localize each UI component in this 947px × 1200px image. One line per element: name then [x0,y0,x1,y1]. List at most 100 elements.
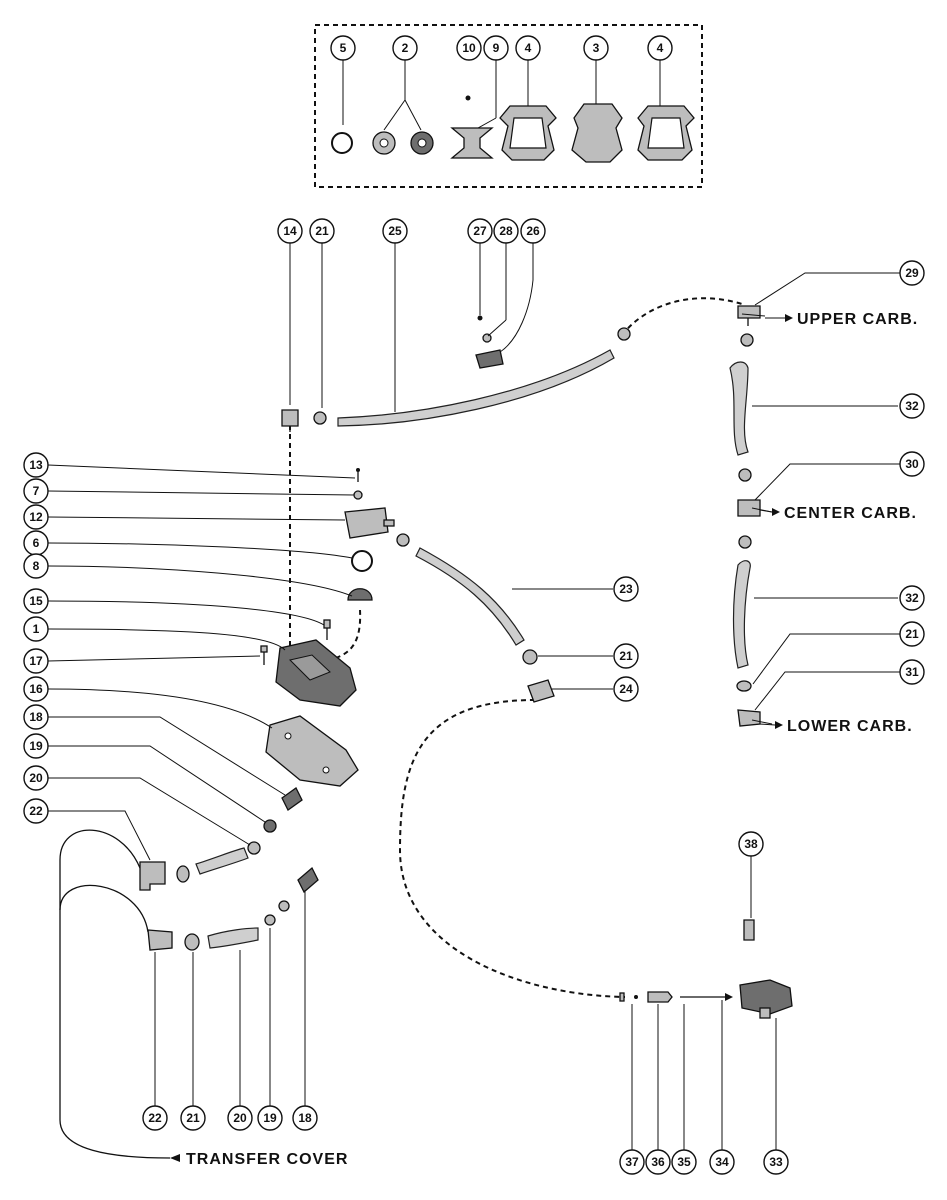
svg-text:25: 25 [388,224,402,238]
callout-kit-10: 10 [456,35,482,61]
svg-text:30: 30 [905,457,919,471]
svg-text:13: 13 [29,458,43,472]
svg-text:22: 22 [148,1111,162,1125]
callout-32-upper: 32 [899,393,925,419]
callout-34: 34 [709,1149,735,1175]
valve-retainer-part-9 [450,127,494,159]
svg-text:4: 4 [525,41,532,55]
svg-text:22: 22 [29,804,43,818]
callout-20-lower: 20 [227,1105,253,1131]
gasket-part-4a [499,105,557,161]
callout-6: 6 [23,530,49,556]
svg-text:14: 14 [283,224,297,238]
svg-text:24: 24 [619,682,633,696]
repair-kit-box: 5 2 10 9 4 3 4 [314,24,703,188]
svg-text:26: 26 [526,224,540,238]
callout-22-upper: 22 [23,798,49,824]
screw-part-10 [465,95,471,101]
top-fuel-hose-part-25 [281,315,631,432]
callout-33: 33 [763,1149,789,1175]
svg-text:32: 32 [905,399,919,413]
svg-text:34: 34 [715,1155,729,1169]
callout-19-upper: 19 [23,733,49,759]
callout-22-lower: 22 [142,1105,168,1131]
svg-text:9: 9 [493,41,500,55]
label-lower-carb: LOWER CARB. [787,718,913,735]
callout-kit-4b: 4 [647,35,673,61]
callout-21-center: 21 [613,643,639,669]
svg-text:23: 23 [619,582,633,596]
callout-25: 25 [382,218,408,244]
svg-text:5: 5 [340,41,347,55]
svg-text:37: 37 [625,1155,639,1169]
svg-text:21: 21 [619,649,633,663]
callout-21-lower: 21 [180,1105,206,1131]
diaphragm-part-3 [571,103,623,163]
svg-text:17: 17 [29,654,43,668]
callout-36: 36 [645,1149,671,1175]
callout-30: 30 [899,451,925,477]
svg-text:18: 18 [29,710,43,724]
leader-lines [47,242,900,1150]
callout-kit-4a: 4 [515,35,541,61]
callout-13: 13 [23,452,49,478]
svg-text:4: 4 [657,41,664,55]
label-center-carb: CENTER CARB. [784,505,917,522]
svg-text:2: 2 [402,41,409,55]
fuel-pump-assembly [59,468,395,1162]
svg-text:16: 16 [29,682,43,696]
svg-text:29: 29 [905,266,919,280]
svg-text:7: 7 [33,484,40,498]
callout-20-upper: 20 [23,765,49,791]
svg-text:20: 20 [233,1111,247,1125]
callout-21-top: 21 [309,218,335,244]
svg-text:27: 27 [473,224,487,238]
svg-text:19: 19 [263,1111,277,1125]
svg-text:3: 3 [593,41,600,55]
svg-text:10: 10 [462,41,476,55]
callout-kit-9: 9 [483,35,509,61]
callout-7: 7 [23,478,49,504]
callout-kit-2: 2 [392,35,418,61]
callout-27: 27 [467,218,493,244]
svg-text:19: 19 [29,739,43,753]
callout-kit-5: 5 [330,35,356,61]
callout-21-right: 21 [899,621,925,647]
callout-35: 35 [671,1149,697,1175]
svg-text:21: 21 [186,1111,200,1125]
callout-14: 14 [277,218,303,244]
callout-31: 31 [899,659,925,685]
svg-text:1: 1 [33,622,40,636]
callout-17: 17 [23,648,49,674]
pump-outlet-hose-part-23 [396,533,555,703]
callout-32-lower: 32 [899,585,925,611]
carb-feed-assembly [729,305,761,727]
svg-text:15: 15 [29,594,43,608]
callout-kit-3: 3 [583,35,609,61]
svg-text:18: 18 [298,1111,312,1125]
svg-text:38: 38 [744,837,758,851]
label-transfer-cover: TRANSFER COVER [186,1151,348,1168]
callout-38: 38 [738,831,764,857]
svg-text:36: 36 [651,1155,665,1169]
svg-text:21: 21 [905,627,919,641]
callout-37: 37 [619,1149,645,1175]
callout-29: 29 [899,260,925,286]
callout-15: 15 [23,588,49,614]
callout-18-upper: 18 [23,704,49,730]
callout-24: 24 [613,676,639,702]
callout-18-lower: 18 [292,1105,318,1131]
svg-text:33: 33 [769,1155,783,1169]
callout-19-lower: 19 [257,1105,283,1131]
callout-8: 8 [23,553,49,579]
callout-26: 26 [520,218,546,244]
svg-text:8: 8 [33,559,40,573]
callout-28: 28 [493,218,519,244]
svg-text:21: 21 [315,224,329,238]
callout-12: 12 [23,504,49,530]
callout-16: 16 [23,676,49,702]
o-ring-part-5 [331,132,353,154]
svg-text:20: 20 [29,771,43,785]
tank-connector-assembly [619,919,793,1019]
